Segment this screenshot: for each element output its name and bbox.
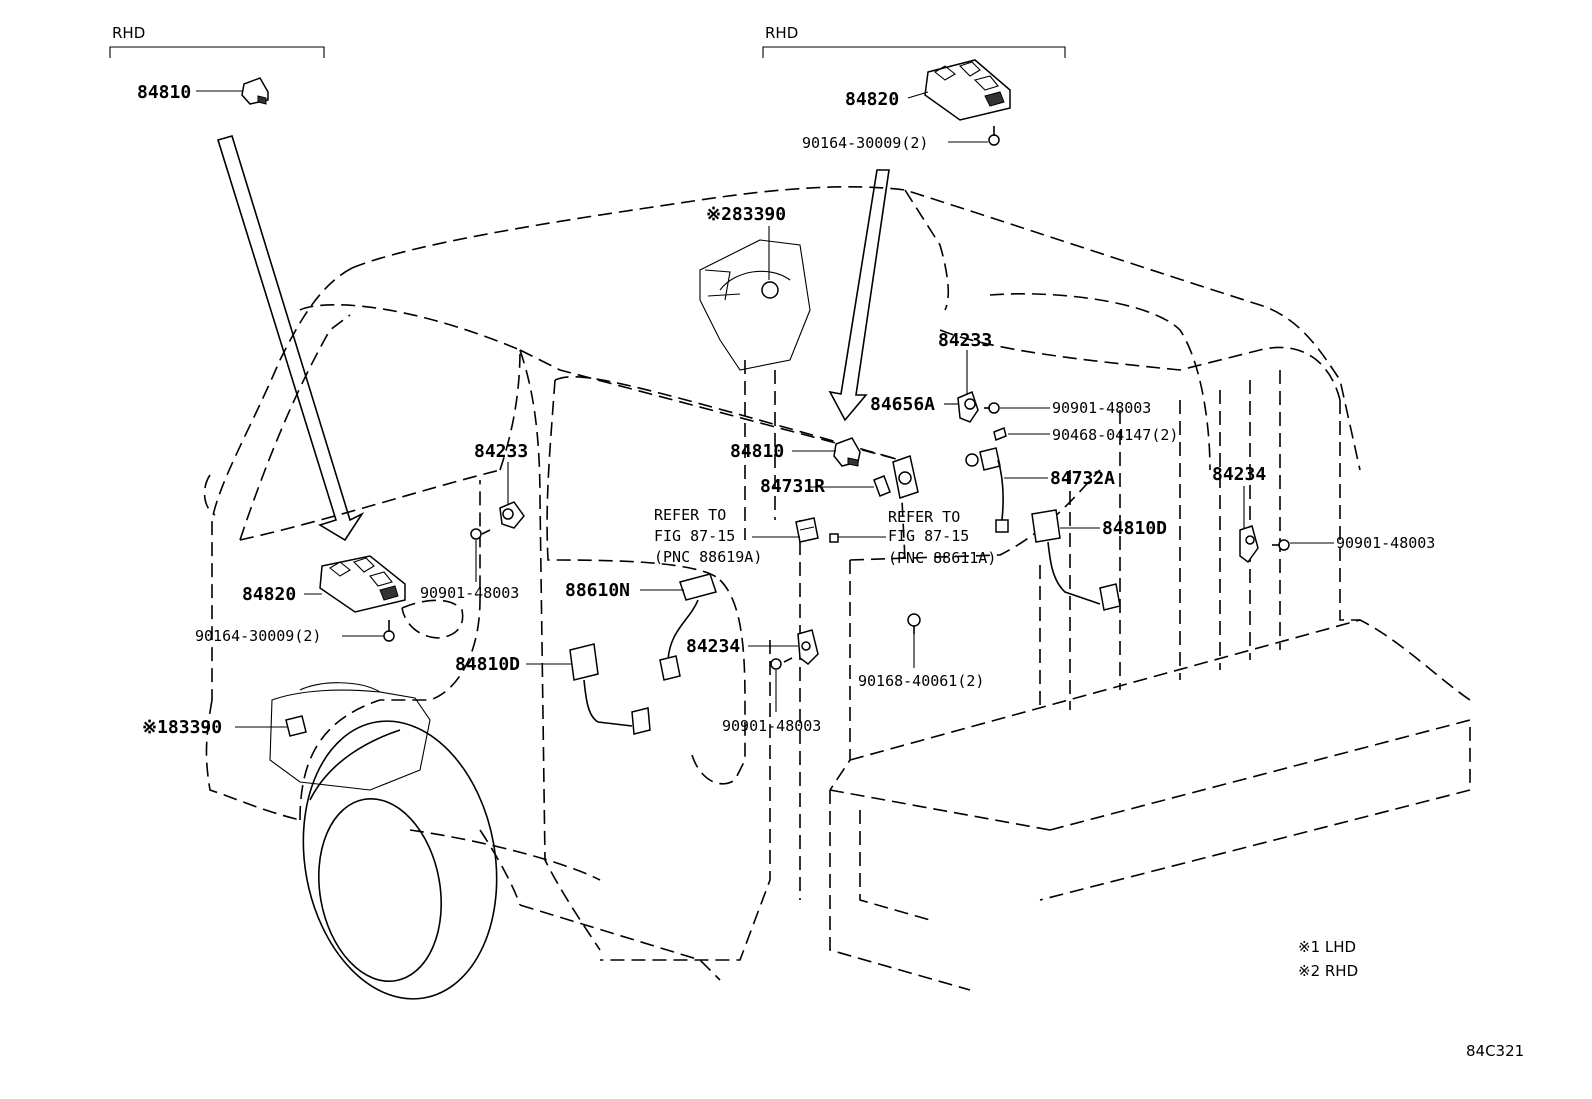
refer-note-left: REFER TO FIG 87-15 (PNC 88619A) xyxy=(654,506,762,566)
part-labels: 84810 84820 90164-30009(2) ※283390 84233… xyxy=(137,82,1435,738)
legend-rhd: ※2 RHD xyxy=(1298,962,1358,980)
label-84820-top: 84820 xyxy=(845,89,899,110)
screw-90168 xyxy=(907,613,921,634)
switch-84810-top xyxy=(241,77,269,105)
pad-84656a xyxy=(892,455,919,499)
label-84233-left: 84233 xyxy=(474,441,528,462)
screw-90901-c xyxy=(470,528,491,540)
refer-left-line-2: FIG 87-15 xyxy=(654,527,735,545)
label-90901-c: 90901-48003 xyxy=(420,584,519,602)
legend: ※1 LHD ※2 RHD xyxy=(1298,938,1358,980)
switch-84233-left xyxy=(499,501,525,529)
switch-84731r xyxy=(873,475,891,497)
screw-90901-a xyxy=(984,402,1000,414)
pointer-arrow-right xyxy=(828,169,890,422)
leader-lines xyxy=(196,90,1334,728)
screw-90901-d xyxy=(770,657,793,670)
refer-part-left xyxy=(795,517,819,543)
refer-right-line-2: FIG 87-15 xyxy=(888,527,969,545)
label-90901-d: 90901-48003 xyxy=(722,717,821,735)
legend-lhd: ※1 LHD xyxy=(1298,938,1356,956)
switch-84234-mid xyxy=(797,629,819,665)
label-84810-top: 84810 xyxy=(137,82,191,103)
unit-83390-lhd xyxy=(269,682,431,791)
rhd-label-left: RHD xyxy=(112,24,145,42)
label-90164-left: 90164-30009(2) xyxy=(195,627,321,645)
switch-84810d-right xyxy=(1031,509,1121,611)
label-90468: 90468-04147(2) xyxy=(1052,426,1178,444)
label-84810-mid: 84810 xyxy=(730,441,784,462)
label-84731r: 84731R xyxy=(760,476,825,497)
switch-84233-right xyxy=(957,390,979,423)
switch-84234-right xyxy=(1239,525,1259,564)
label-84820-left: 84820 xyxy=(242,584,296,605)
front-wheel xyxy=(302,720,498,1000)
rhd-label-right: RHD xyxy=(765,24,798,42)
switch-84810-mid xyxy=(833,437,861,467)
screw-90164-top xyxy=(988,126,1000,146)
label-84732a: 84732A xyxy=(1050,468,1115,489)
label-84234-right: 84234 xyxy=(1212,464,1266,485)
pointer-arrow-left xyxy=(216,135,365,542)
screw-90901-b xyxy=(1272,539,1290,551)
screw-90164-left xyxy=(383,620,395,642)
label-83390-rhd: ※283390 xyxy=(706,204,786,225)
label-88610n: 88610N xyxy=(565,580,630,601)
label-90168: 90168-40061(2) xyxy=(858,672,984,690)
clip-90468 xyxy=(993,426,1007,442)
label-90164-top: 90164-30009(2) xyxy=(802,134,928,152)
refer-right-line-1: REFER TO xyxy=(888,508,960,526)
harness-88610n xyxy=(659,573,717,681)
vehicle-body-outline xyxy=(203,186,1471,991)
refer-right-line-3: (PNC 88611A) xyxy=(888,549,996,567)
switch-84810d-left xyxy=(569,643,651,735)
label-84810d-left: 84810D xyxy=(455,654,520,675)
switch-84820-left xyxy=(319,555,406,613)
switch-84820-top xyxy=(924,59,1011,121)
refer-part-right xyxy=(829,533,839,543)
label-83390-lhd: ※183390 xyxy=(142,717,222,738)
rhd-bracket-right: RHD xyxy=(762,24,1066,58)
rhd-bracket-left: RHD xyxy=(109,24,325,58)
label-84233-right: 84233 xyxy=(938,330,992,351)
refer-note-right: REFER TO FIG 87-15 (PNC 88611A) xyxy=(888,508,996,567)
label-84656a: 84656A xyxy=(870,394,935,415)
label-84234-mid: 84234 xyxy=(686,636,740,657)
figure-code: 84C321 xyxy=(1466,1042,1524,1060)
unit-83390-rhd xyxy=(699,239,811,371)
switch-84732a xyxy=(965,447,1009,533)
label-84810d-right: 84810D xyxy=(1102,518,1167,539)
label-90901-a: 90901-48003 xyxy=(1052,399,1151,417)
label-90901-b: 90901-48003 xyxy=(1336,534,1435,552)
refer-left-line-1: REFER TO xyxy=(654,506,726,524)
refer-left-line-3: (PNC 88619A) xyxy=(654,548,762,566)
